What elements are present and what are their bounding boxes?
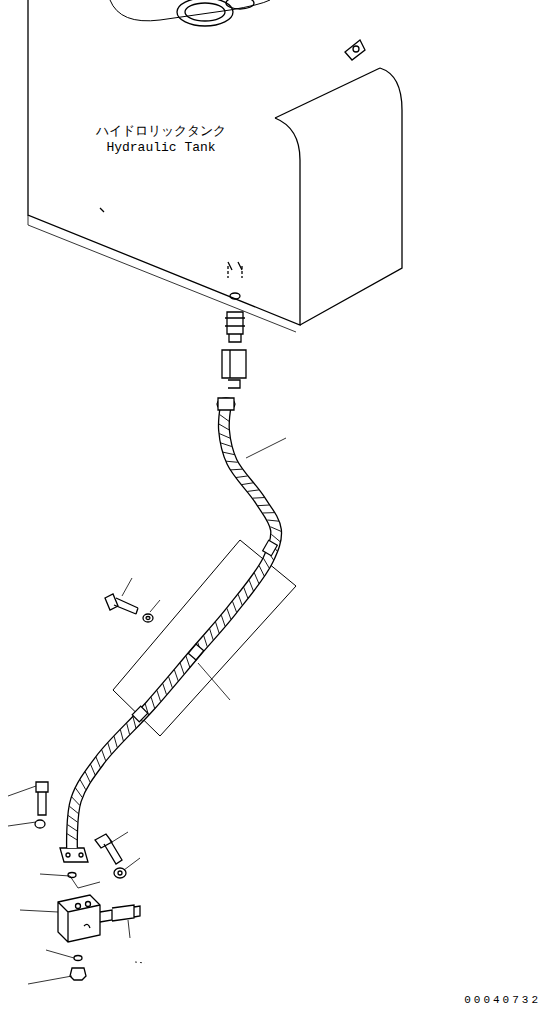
spiral-wrap — [151, 697, 155, 708]
drain-fittings — [217, 266, 246, 410]
hose — [67, 398, 281, 848]
spiral-wrap — [271, 534, 280, 541]
spiral-wrap — [221, 443, 232, 447]
spiral-wrap — [263, 512, 275, 513]
spiral-wrap — [238, 594, 242, 605]
hydraulic-tank — [28, 0, 402, 332]
spiral-wrap — [226, 461, 238, 462]
spiral-wrap — [210, 629, 214, 640]
spiral-wrap — [267, 520, 279, 521]
spiral-wrap — [85, 772, 90, 783]
spiral-wrap — [102, 750, 106, 761]
spiral-wrap — [223, 452, 234, 454]
spiral-wrap — [75, 788, 82, 798]
spiral-wrap — [271, 527, 282, 532]
spiral-wrap — [249, 580, 253, 591]
spiral-wrap — [219, 424, 229, 430]
hose-body — [72, 404, 276, 848]
bottom-block — [35, 782, 140, 980]
spiral-wrap — [236, 476, 248, 478]
spiral-wrap — [263, 558, 269, 568]
spiral-wrap — [247, 490, 259, 492]
spiral-wrap — [258, 505, 270, 507]
spiral-wrap — [219, 434, 230, 439]
drawing-number: 00040732 — [464, 994, 541, 1006]
spiral-wrap — [169, 677, 173, 688]
spiral-wrap — [244, 587, 248, 598]
hose-clamp — [132, 706, 148, 722]
spiral-wrap — [204, 636, 208, 647]
spiral-wrap — [174, 670, 178, 681]
spiral-wrap — [180, 663, 184, 674]
clamp-bolt — [105, 594, 153, 622]
spiral-wrap — [120, 730, 123, 741]
tank-label: ハイドロリックタンクHydraulic Tank — [88, 122, 234, 158]
hose-clamp — [263, 540, 278, 555]
spiral-wrap — [127, 723, 130, 734]
spiral-wrap — [67, 834, 77, 840]
spiral-wrap — [72, 797, 80, 805]
tank-name: Hydraulic Tank — [92, 140, 230, 156]
spiral-wrap — [227, 608, 231, 619]
spiral-wrap — [69, 806, 78, 813]
spiral-wrap — [221, 615, 225, 626]
spiral-wrap — [186, 656, 190, 667]
spiral-wrap — [68, 815, 77, 822]
spiral-wrap — [232, 601, 236, 612]
spiral-wrap — [254, 573, 259, 584]
spiral-wrap — [231, 469, 243, 471]
spiral-wrap — [80, 780, 86, 790]
spiral-wrap — [108, 743, 111, 754]
spiral-wrap — [91, 764, 96, 775]
hose-outline — [72, 404, 276, 848]
spiral-wrap — [242, 483, 254, 485]
spiral-wrap — [253, 497, 265, 499]
spiral-wrap — [220, 414, 229, 421]
leader-lines — [8, 438, 286, 984]
tank-name: ハイドロリックタンク — [92, 124, 230, 140]
spiral-wrap — [157, 690, 161, 701]
spiral-wrap — [216, 622, 220, 633]
hose-clamp — [188, 644, 203, 660]
spiral-wrap — [96, 757, 100, 768]
hose-end — [218, 398, 234, 410]
spiral-wrap — [114, 736, 117, 747]
spiral-wrap — [163, 684, 167, 695]
spiral-wrap — [67, 825, 77, 831]
spiral-wrap — [259, 566, 264, 576]
